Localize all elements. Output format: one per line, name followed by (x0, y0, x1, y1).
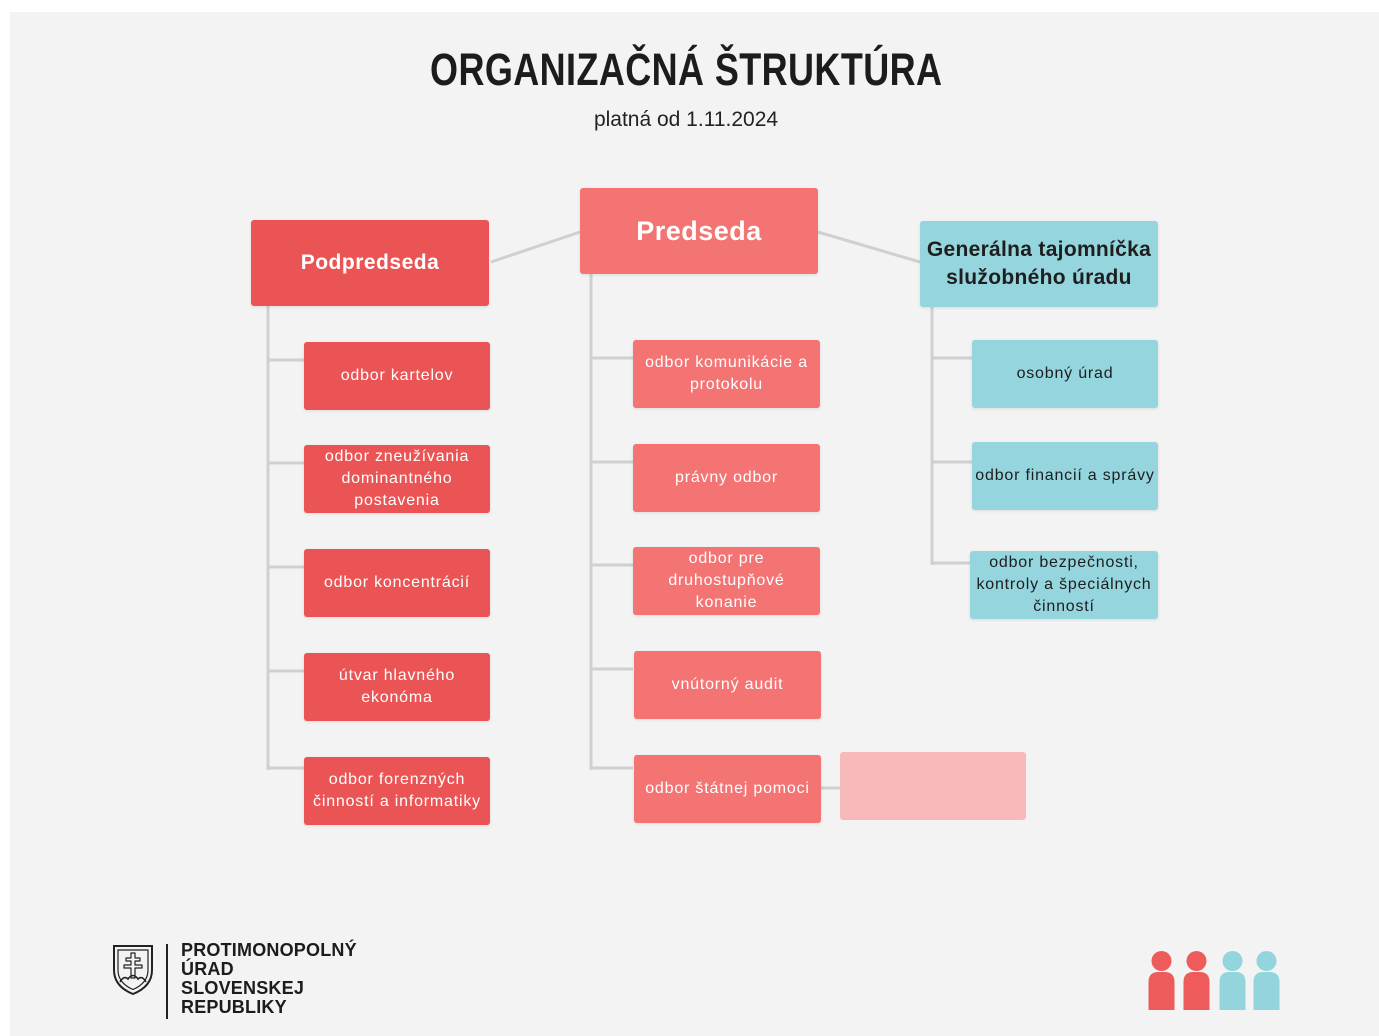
faded-sub-unit-box (840, 752, 1026, 820)
deputy-unit-box: odbor forenzných činností a informatiky (304, 757, 490, 825)
emblem-hills (119, 974, 147, 983)
unit-label: odbor zneužívania dominantného postaveni… (324, 448, 470, 509)
chair-unit-box: právny odbor (633, 444, 820, 512)
chair-unit-box: vnútorný audit (634, 651, 821, 719)
secretary-unit-box: osobný úrad (972, 340, 1158, 408)
unit-label: odbor forenzných činností a informatiky (313, 771, 481, 810)
unit-label: odbor pre druhostupňové konanie (668, 550, 785, 611)
deputy-unit-box: odbor kartelov (304, 342, 490, 410)
emblem-outer-shield (113, 945, 153, 996)
deputy-unit-box: odbor koncentrácií (304, 549, 490, 617)
emblem-double-cross (123, 952, 143, 979)
people-icons (1148, 951, 1280, 1010)
title-container: ORGANIZAČNÁ ŠTRUKTÚRA (0, 44, 1372, 96)
slovak-coat-of-arms-icon (113, 945, 153, 996)
secretary-general-box: Generálna tajomníčka služobného úradu (920, 221, 1158, 307)
secretary-general-label: Generálna tajomníčka služobného úradu (926, 238, 1152, 289)
unit-label: odbor štátnej pomoci (645, 780, 810, 797)
logo-line: REPUBLIKY (181, 997, 287, 1017)
chair-unit-box: odbor komunikácie a protokolu (633, 340, 820, 408)
unit-label: vnútorný audit (671, 676, 784, 693)
page-subtitle: platná od 1.11.2024 (593, 108, 779, 131)
logo-line: SLOVENSKEJ (181, 978, 305, 998)
chart-background (10, 12, 1379, 1036)
chair-label: Predseda (636, 215, 762, 246)
secretary-unit-box: odbor bezpečnosti, kontroly a špeciálnyc… (970, 551, 1158, 619)
logo-line: ÚRAD (181, 959, 234, 979)
unit-label: osobný úrad (1016, 365, 1114, 382)
unit-label: odbor bezpečnosti, kontroly a špeciálnyc… (976, 554, 1152, 615)
person-icon (1148, 951, 1175, 1010)
unit-label: právny odbor (675, 469, 778, 486)
logo-divider (166, 944, 168, 1019)
unit-label: útvar hlavného ekonóma (338, 667, 456, 706)
deputy-unit-box: odbor zneužívania dominantného postaveni… (304, 445, 490, 513)
person-icon (1219, 951, 1246, 1010)
secretary-unit-box: odbor financií a správy (972, 442, 1158, 510)
deputy-box: Podpredseda (251, 220, 489, 306)
chair-unit-box: odbor štátnej pomoci (634, 755, 821, 823)
page-title: ORGANIZAČNÁ ŠTRUKTÚRA (429, 44, 943, 95)
chair-box: Predseda (580, 188, 818, 274)
deputy-unit-box: útvar hlavného ekonóma (304, 653, 490, 721)
emblem-inner-shield (117, 949, 149, 991)
deputy-label: Podpredseda (300, 251, 440, 274)
unit-label: odbor kartelov (340, 367, 454, 384)
unit-label: odbor komunikácie a protokolu (645, 354, 808, 393)
unit-label: odbor koncentrácií (323, 574, 471, 591)
logo-line: PROTIMONOPOLNÝ (181, 940, 357, 960)
logo-wordmark: PROTIMONOPOLNÝ ÚRAD SLOVENSKEJ REPUBLIKY (181, 941, 357, 1017)
person-icon (1183, 951, 1210, 1010)
chair-unit-box: odbor pre druhostupňové konanie (633, 547, 820, 615)
unit-label: odbor financií a správy (975, 467, 1155, 484)
person-icon (1253, 951, 1280, 1010)
